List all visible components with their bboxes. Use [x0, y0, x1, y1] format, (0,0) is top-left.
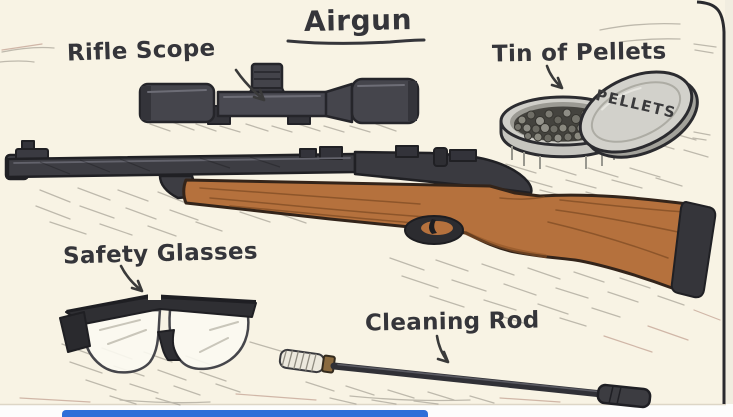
butt-plate [670, 201, 717, 299]
scope-eyepiece-cap [141, 86, 151, 120]
nose-bridge [157, 329, 181, 361]
rod-handle [596, 383, 652, 409]
hatch-shading [0, 22, 717, 406]
rod-shaft [330, 362, 606, 398]
scope-taper [324, 82, 354, 124]
tin-of-pellets-drawing [499, 70, 699, 169]
airgun-rifle-drawing [4, 140, 717, 299]
tin-of-pellets-arrow [545, 64, 564, 90]
page-title: Airgun [303, 3, 413, 38]
card-border [696, 0, 726, 404]
lens-reflections [99, 319, 239, 353]
scope-turret-lines [254, 71, 280, 80]
rifle-scope-drawing [138, 62, 420, 125]
rifle-rail-block-a [395, 145, 419, 158]
barrel-highlight [13, 157, 351, 164]
label-rifle-scope: Rifle Scope [66, 35, 216, 67]
rifle-rear-sight-a [299, 148, 317, 159]
scope-objective [350, 77, 420, 125]
left-hinge [59, 311, 91, 353]
bottom-blue-bar[interactable] [62, 410, 428, 417]
rifle-receiver [353, 150, 533, 195]
barrel-hatch [39, 156, 281, 175]
trigger-guard-hole [421, 221, 453, 235]
red-pencil-marks [1, 43, 721, 403]
title-underline [286, 38, 426, 45]
rod-brush [278, 348, 326, 374]
label-safety-glasses: Safety Glasses [62, 238, 259, 270]
rifle-rear-sight-b [319, 146, 343, 160]
label-tin-of-pellets: Tin of Pellets [491, 38, 667, 68]
scope-eyepiece [138, 82, 216, 124]
rifle-scope-arrow [234, 68, 266, 102]
callout-arrows [119, 64, 564, 364]
trigger [429, 219, 437, 234]
wood-grain [199, 187, 687, 259]
cleaning-rod-arrow [435, 334, 450, 364]
tin-wall-shading [511, 146, 615, 169]
outside-right-strip [725, 0, 733, 405]
cleaning-rod-drawing [278, 348, 652, 409]
rifle-rail-block-b [449, 149, 477, 162]
rod-highlight [337, 363, 599, 393]
rifle-bolt [433, 147, 448, 167]
safety-glasses-arrow [119, 264, 144, 293]
scope-highlights [147, 84, 405, 98]
wood-shadow [464, 231, 547, 258]
safety-glasses-drawing [59, 293, 257, 374]
scope-objective-cap [408, 81, 417, 121]
frame-notch [148, 293, 161, 300]
label-cleaning-rod: Cleaning Rod [364, 307, 540, 337]
tin-lid [578, 70, 699, 159]
